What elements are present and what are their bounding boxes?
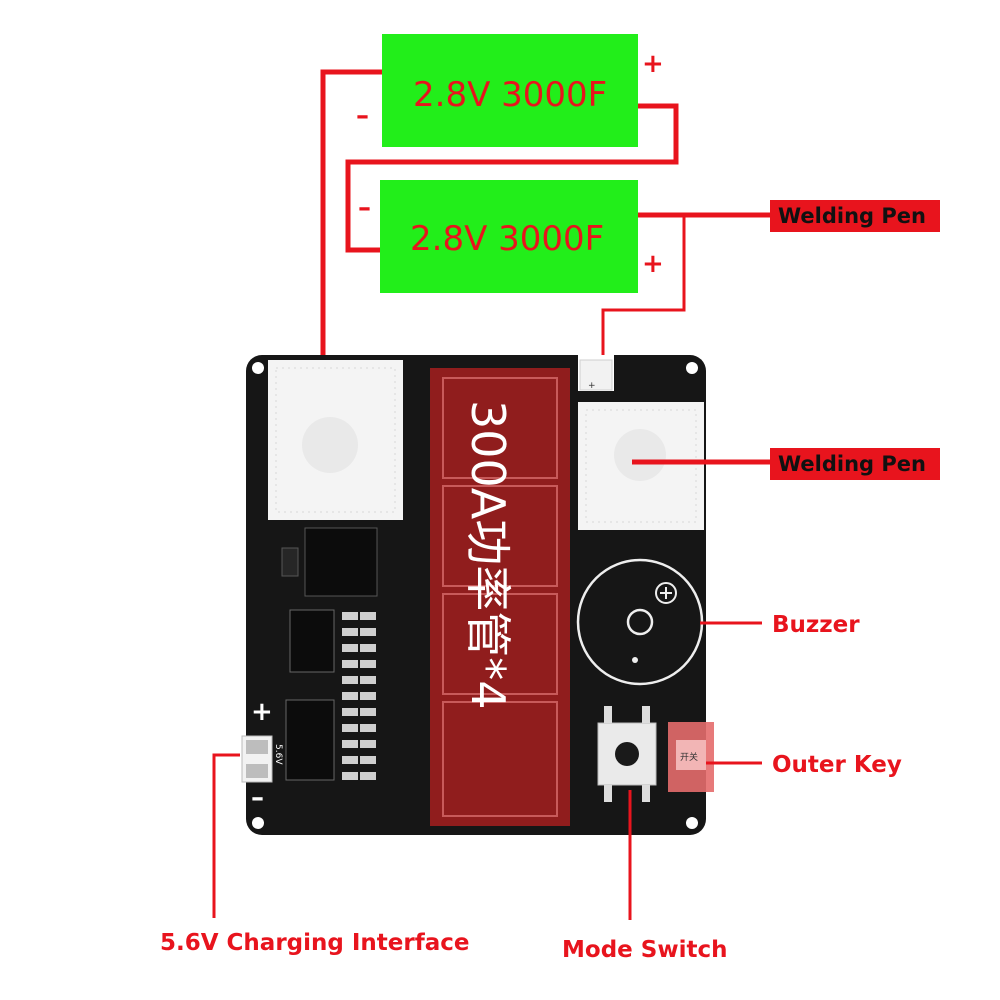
mosfet-array: 300A功率管*4 — [430, 368, 570, 826]
mosfet-label: 300A功率管*4 — [461, 400, 515, 710]
charging-silk: 5.6V — [273, 744, 283, 765]
capacitor-2: 2.8V 3000F + – — [358, 180, 664, 293]
welding-pen-top-tag: Welding Pen — [770, 200, 940, 232]
welding-pen-mid-tag: Welding Pen — [770, 448, 940, 480]
charging-interface-label: 5.6V Charging Interface — [160, 930, 470, 956]
capacitor-1-label: 2.8V 3000F — [413, 75, 607, 115]
wire-cap1-minus — [320, 69, 382, 420]
capacitor-1: 2.8V 3000F + – — [356, 34, 664, 147]
wire-cap2-to-board — [601, 215, 686, 360]
pcb-board: + — [241, 355, 714, 835]
mode-switch-button[interactable] — [597, 706, 657, 802]
capacitor-1-plus: + — [642, 49, 664, 79]
mode-switch-label: Mode Switch — [562, 937, 727, 963]
capacitor-2-label: 2.8V 3000F — [410, 219, 604, 259]
capacitor-1-minus: – — [356, 101, 369, 131]
welding-pad-left — [268, 360, 403, 520]
callout-charging — [212, 753, 240, 918]
charging-plus: + — [251, 697, 273, 727]
wires — [320, 69, 770, 420]
outer-key-silk: 开关 — [680, 751, 698, 763]
board-notch-plus: + — [588, 381, 596, 391]
smd-column — [342, 612, 376, 780]
capacitor-2-minus: – — [358, 193, 371, 223]
capacitor-2-plus: + — [642, 249, 664, 279]
welding-pad-right — [578, 402, 704, 530]
main-chip — [304, 527, 378, 597]
callouts — [212, 459, 770, 920]
welding-pen-top-label: Welding Pen — [778, 204, 926, 228]
wire-series-link — [345, 103, 679, 253]
charging-minus: – — [251, 783, 264, 813]
buzzer-label: Buzzer — [772, 612, 860, 638]
outer-key-label: Outer Key — [772, 752, 902, 778]
outer-key-connector[interactable]: 开关 — [668, 722, 714, 792]
welding-pen-mid-label: Welding Pen — [778, 452, 926, 476]
charging-port[interactable]: 5.6V + – — [241, 697, 283, 813]
